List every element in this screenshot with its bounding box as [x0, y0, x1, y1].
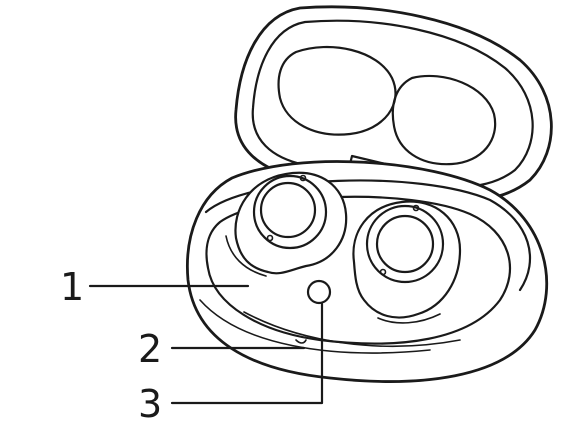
earbud-right-icon: [352, 200, 462, 324]
callout-3-number: 3: [138, 382, 162, 426]
callout-2-number: 2: [138, 327, 162, 371]
callout-1-number: 1: [60, 265, 84, 309]
earbud-left-icon: [225, 171, 348, 277]
callout-3-leader: [170, 302, 324, 405]
